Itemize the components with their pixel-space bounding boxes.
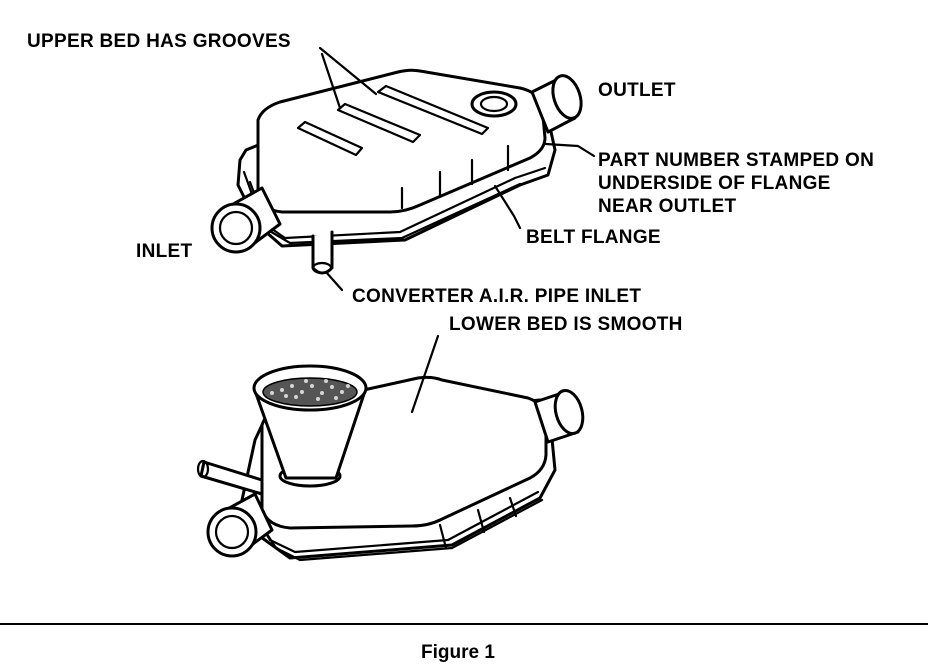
lower-outlet-pipe [533,388,585,444]
label-air-pipe: CONVERTER A.I.R. PIPE INLET [352,286,641,307]
lower-converter [196,364,585,562]
air-pipe-inlet [311,230,334,275]
inlet-pipe [210,186,282,254]
label-inlet: INLET [136,241,192,262]
label-outlet: OUTLET [598,80,676,101]
outlet-pipe [530,74,583,134]
lower-inlet-pipe [206,492,274,558]
outlet-ring [470,90,518,118]
label-upper-bed: UPPER BED HAS GROOVES [27,31,291,52]
label-belt-flange: BELT FLANGE [526,227,661,248]
leader-lines [318,46,596,414]
funnel [252,364,368,488]
upper-grooves [296,84,490,157]
label-lower-bed: LOWER BED IS SMOOTH [449,314,683,335]
label-part-number-line1: PART NUMBER STAMPED ON [598,150,874,171]
catalyst-beads [262,377,358,407]
lower-air-pipe [196,459,264,496]
label-part-number-line2: UNDERSIDE OF FLANGE [598,173,831,194]
label-part-number-line3: NEAR OUTLET [598,196,736,217]
upper-converter [210,68,583,275]
figure-caption: Figure 1 [421,642,495,663]
labels: UPPER BED HAS GROOVES OUTLET PART NUMBER… [27,31,874,335]
